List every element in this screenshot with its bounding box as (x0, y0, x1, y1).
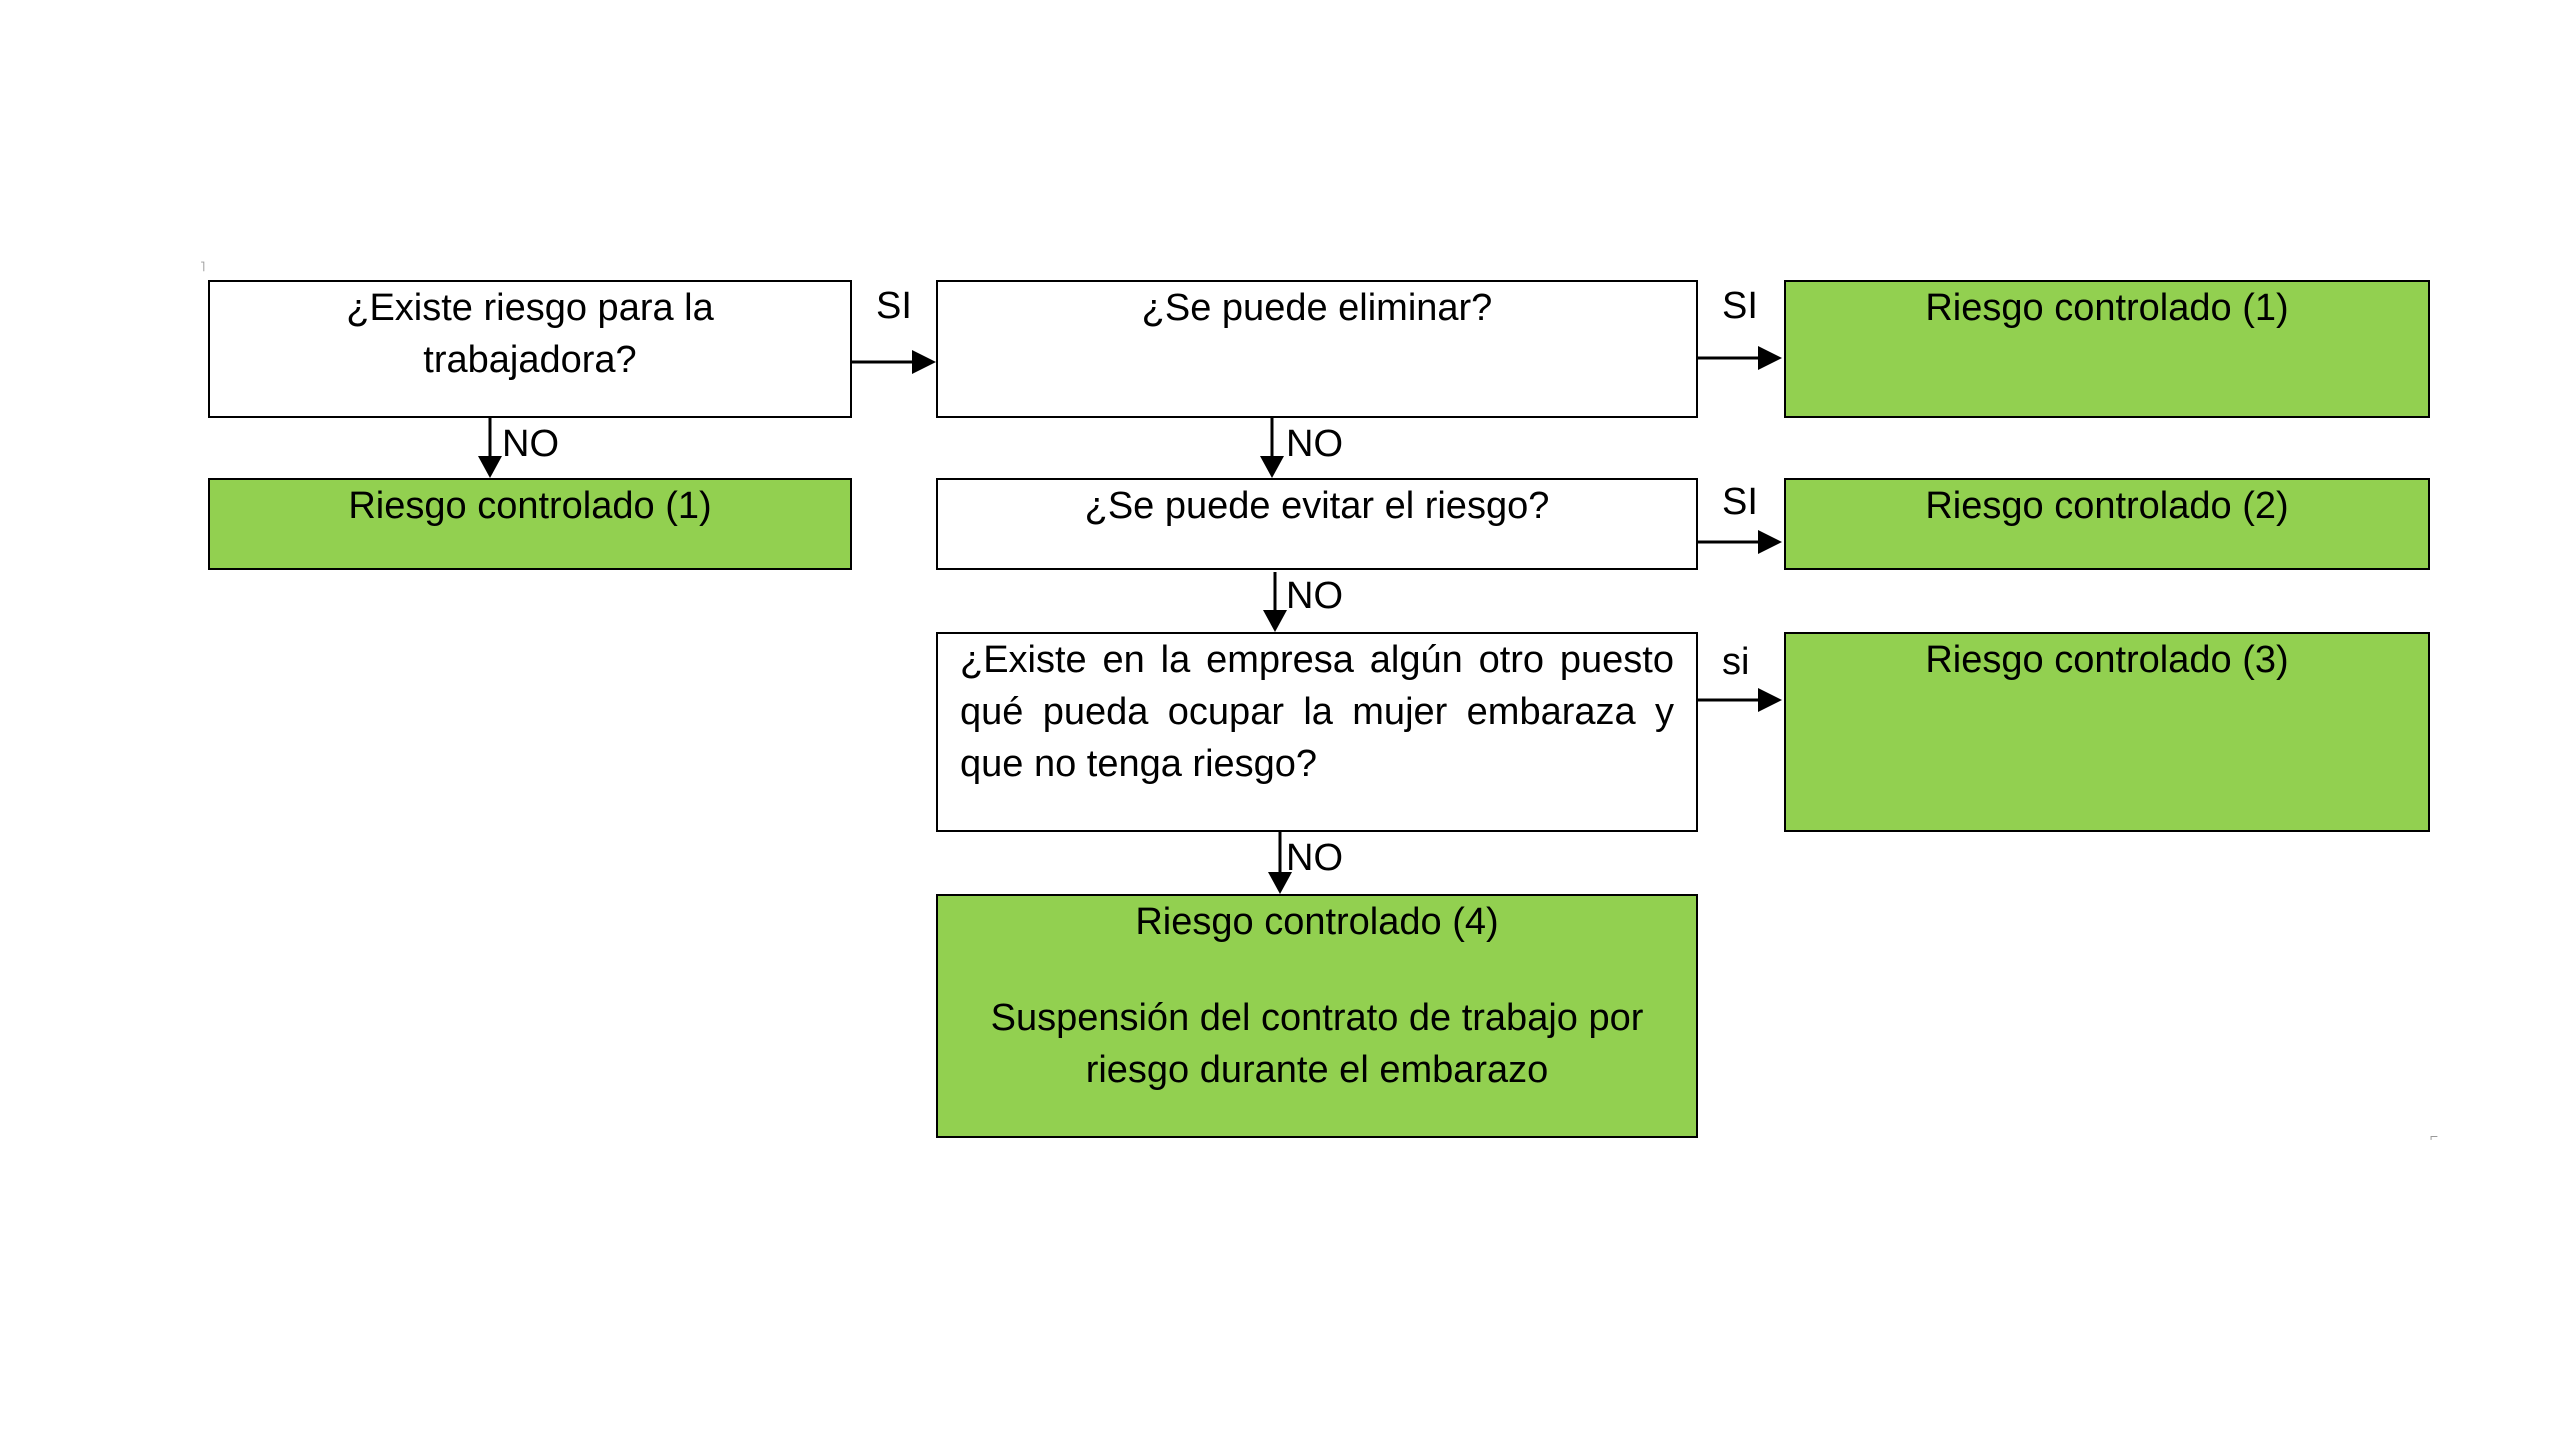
edge-label-other-post-si: si (1722, 641, 1750, 683)
arrow-avoid-to-other-post (1263, 572, 1287, 632)
edge-label-risk-si: SI (876, 285, 912, 327)
edge-label-avoid-si: SI (1722, 481, 1758, 523)
edge-label-risk-no: NO (502, 423, 559, 465)
node-question-eliminate-text: ¿Se puede eliminar? (1141, 287, 1493, 329)
node-question-eliminate: ¿Se puede eliminar? (936, 280, 1698, 418)
node-controlled-1-left-text: Riesgo controlado (1) (348, 485, 712, 527)
arrow-other-post-to-rc4 (1268, 832, 1292, 894)
node-controlled-4: Riesgo controlado (4) Suspensión del con… (936, 894, 1698, 1138)
node-controlled-2: Riesgo controlado (2) (1784, 478, 2430, 570)
arrow-risk-to-rc1-left (478, 418, 502, 478)
node-controlled-4-body: Suspensión del contrato de trabajo por r… (990, 997, 1644, 1091)
edge-label-eliminate-no: NO (1286, 423, 1343, 465)
arrow-avoid-to-rc2 (1698, 530, 1782, 554)
arrow-risk-to-eliminate (852, 350, 936, 374)
node-controlled-4-title: Riesgo controlado (4) (1135, 901, 1499, 943)
node-controlled-3: Riesgo controlado (3) (1784, 632, 2430, 832)
node-controlled-1-left: Riesgo controlado (1) (208, 478, 852, 570)
node-question-avoid: ¿Se puede evitar el riesgo? (936, 478, 1698, 570)
node-question-risk: ¿Existe riesgo para la trabajadora? (208, 280, 852, 418)
node-controlled-1-right-text: Riesgo controlado (1) (1925, 287, 2289, 329)
node-controlled-1-right: Riesgo controlado (1) (1784, 280, 2430, 418)
anchor-mark-bottom-right: ⌐ (2430, 1128, 2439, 1144)
edge-label-avoid-no: NO (1286, 575, 1343, 617)
node-question-other-post-text: ¿Existe en la empresa algún otro puesto … (960, 639, 1674, 785)
node-question-risk-text: ¿Existe riesgo para la trabajadora? (346, 287, 714, 381)
anchor-mark-top-left: ˥ (200, 258, 206, 274)
node-question-other-post: ¿Existe en la empresa algún otro puesto … (936, 632, 1698, 832)
node-controlled-2-text: Riesgo controlado (2) (1925, 485, 2289, 527)
edge-label-other-post-no: NO (1286, 837, 1343, 879)
arrow-eliminate-to-rc1-right (1698, 346, 1782, 370)
arrow-other-post-to-rc3 (1698, 688, 1782, 712)
edge-label-eliminate-si: SI (1722, 285, 1758, 327)
node-controlled-3-text: Riesgo controlado (3) (1925, 639, 2289, 681)
node-question-avoid-text: ¿Se puede evitar el riesgo? (1084, 485, 1550, 527)
arrow-eliminate-to-avoid (1260, 418, 1284, 478)
